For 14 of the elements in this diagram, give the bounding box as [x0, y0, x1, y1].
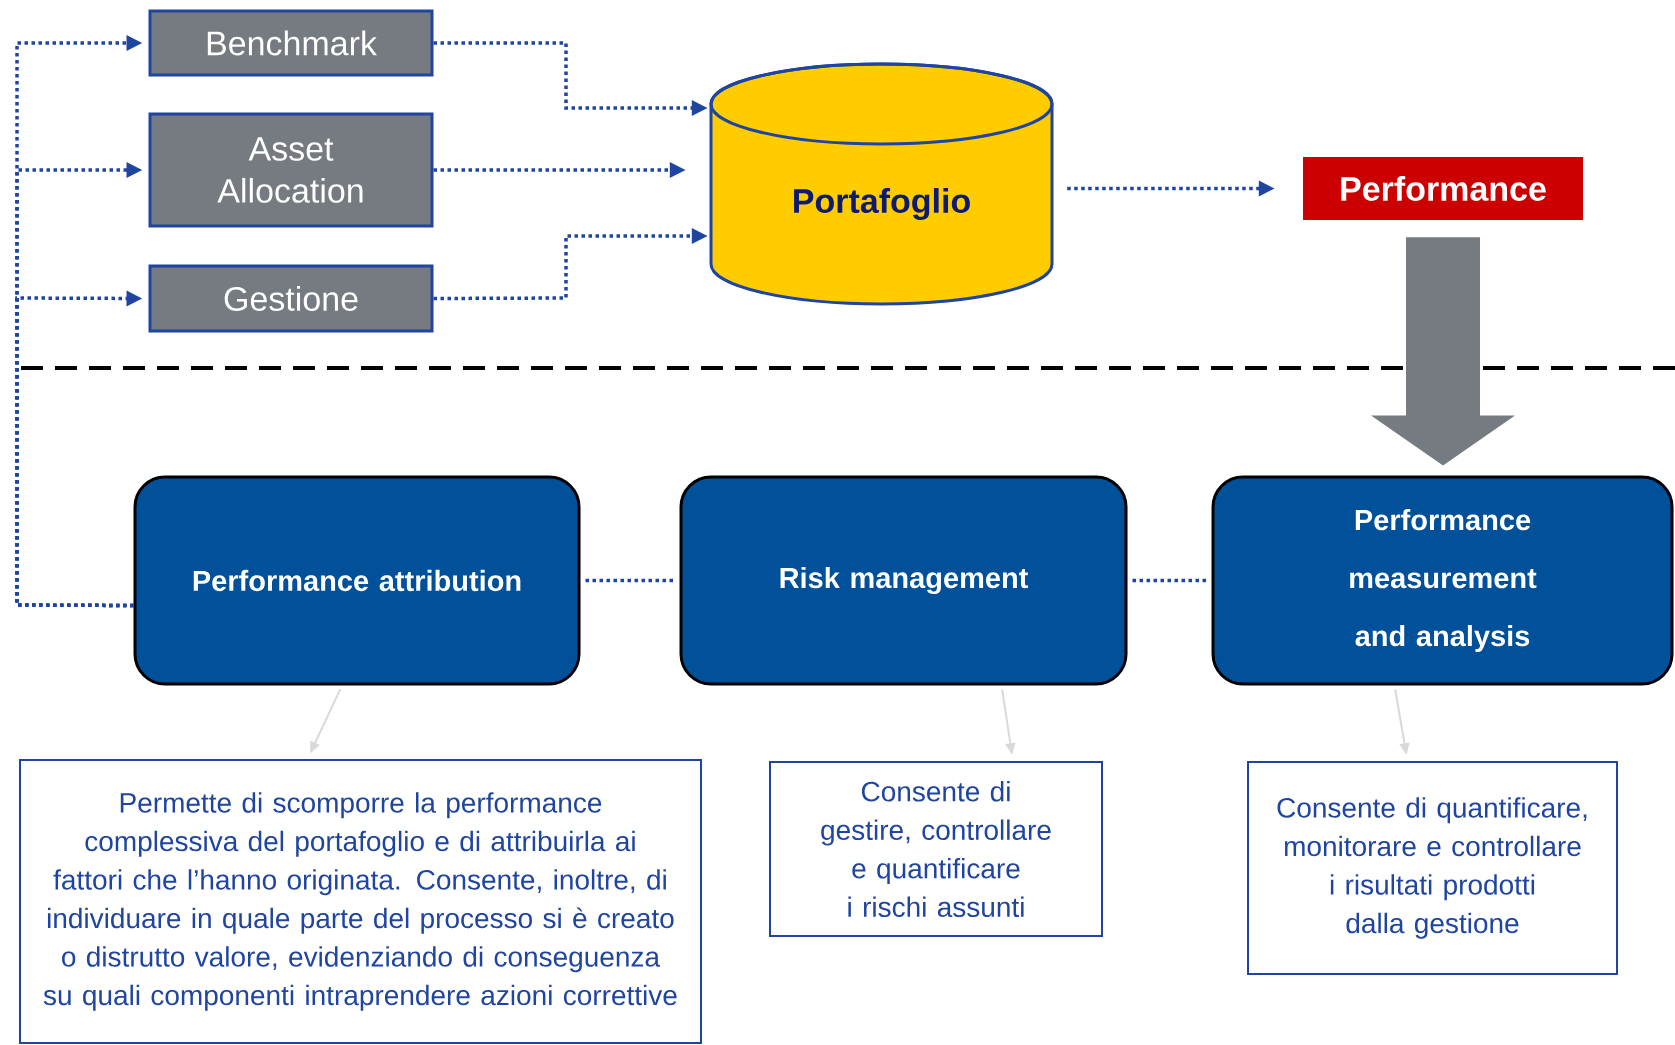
description-box: Consente di gestire, controllare e quantificare i rischi assunti [769, 761, 1103, 937]
description-box: Permette di scomporre la performance complessiva del portafoglio e di attribuirla ai fattori che l’hanno originata. Consente, inoltre, di individuare in quale parte del processo si è creato o distrutto valore, evidenziando di conseguenza su quali componenti intraprendere azioni correttive [19, 759, 702, 1044]
input-box: Benchmark [148, 9, 434, 77]
process-box: Performance attribution [133, 475, 581, 686]
description-box: Consente di quantificare, monitorare e controllare i risultati prodotti dalla gestione [1247, 761, 1618, 975]
dotted-connector [1132, 578, 1207, 583]
block-arrow [1371, 237, 1515, 466]
input-box: Asset Allocation [148, 112, 434, 228]
portfolio-cylinder: Portafoglio [709, 62, 1054, 306]
process-box: Risk management [679, 475, 1128, 686]
process-box: Performance measurement and analysis [1211, 475, 1674, 686]
input-box: Gestione [148, 264, 434, 333]
dotted-connector [585, 578, 675, 583]
result-box: Performance [1303, 157, 1583, 220]
